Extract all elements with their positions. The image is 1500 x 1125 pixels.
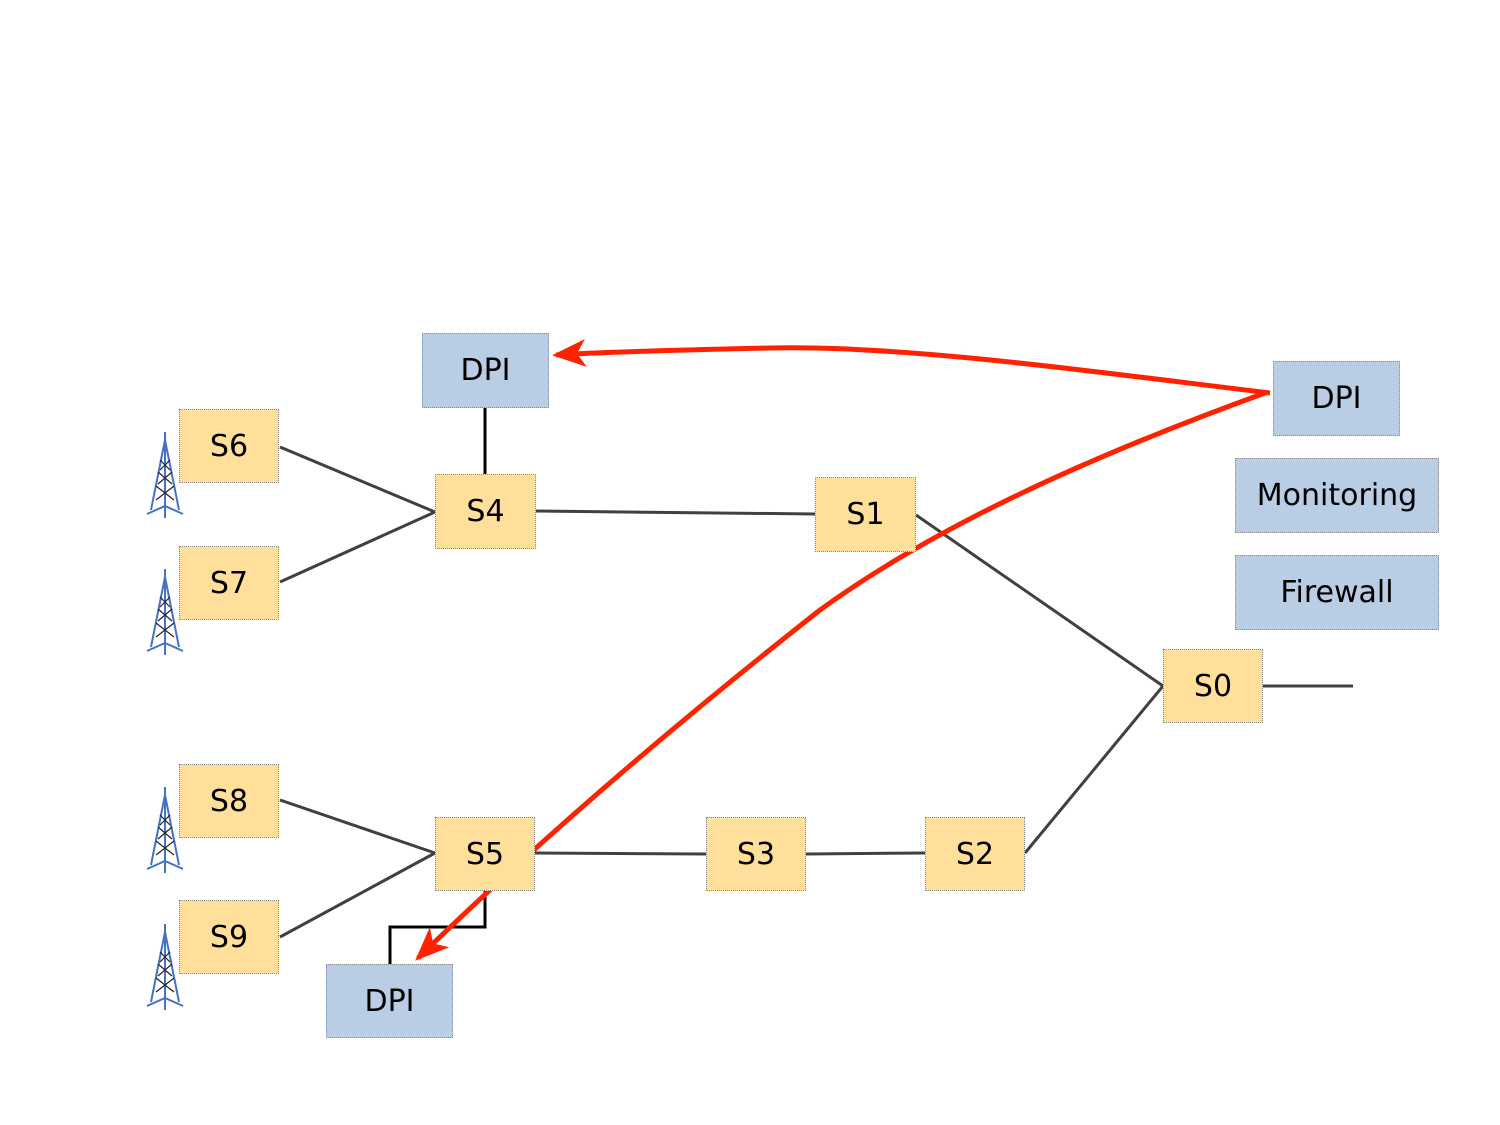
node-label: S8	[209, 783, 249, 819]
cell-tower-icon	[146, 924, 184, 1010]
firewall-node[interactable]: Firewall	[1235, 555, 1439, 630]
switch-s3[interactable]: S3	[706, 817, 806, 891]
link-s5-s3	[534, 851, 707, 856]
switch-s2[interactable]: S2	[925, 817, 1025, 891]
node-label: S0	[1193, 668, 1233, 704]
node-label: Firewall	[1280, 575, 1394, 610]
link-s2-s0	[1023, 685, 1165, 854]
node-label: DPI	[460, 353, 511, 388]
link-s3-s2	[805, 851, 926, 856]
switch-s8[interactable]: S8	[179, 764, 279, 838]
node-label: S3	[736, 836, 776, 872]
node-label: S2	[955, 836, 995, 872]
node-label: S9	[209, 919, 249, 955]
node-label: S6	[209, 428, 249, 464]
switch-s0[interactable]: S0	[1163, 649, 1263, 723]
dpi-node-bottom[interactable]: DPI	[326, 964, 453, 1038]
node-label: DPI	[1311, 381, 1362, 416]
node-label: S1	[846, 497, 885, 532]
switch-s7[interactable]: S7	[179, 546, 279, 620]
dpi-node-right[interactable]: DPI	[1273, 361, 1400, 436]
node-label: S4	[466, 494, 505, 529]
node-label: S7	[209, 565, 249, 601]
cell-tower-icon	[146, 432, 184, 518]
dpi-node-top[interactable]: DPI	[422, 333, 549, 408]
link-s1-s0	[915, 513, 1164, 688]
link-s9-s5	[279, 851, 436, 939]
link-s8-s5	[279, 798, 436, 855]
node-label: Monitoring	[1256, 478, 1418, 513]
link-s4-s1	[535, 509, 816, 516]
cell-tower-icon	[146, 787, 184, 873]
node-label: S5	[465, 836, 505, 872]
switch-s1[interactable]: S1	[815, 477, 916, 552]
node-label: DPI	[364, 983, 415, 1019]
switch-s9[interactable]: S9	[179, 900, 279, 974]
link-s5-dpi	[388, 891, 487, 964]
monitoring-node[interactable]: Monitoring	[1235, 458, 1439, 533]
link-s6-s4	[279, 445, 436, 514]
link-s7-s4	[279, 510, 436, 584]
migration-arrow-to-bottom-dpi	[415, 390, 1266, 961]
cell-tower-icon	[146, 569, 184, 655]
switch-s4[interactable]: S4	[435, 474, 536, 549]
switch-s5[interactable]: S5	[435, 817, 535, 891]
migration-arrow-to-top-dpi	[552, 338, 1271, 396]
switch-s6[interactable]: S6	[179, 409, 279, 483]
